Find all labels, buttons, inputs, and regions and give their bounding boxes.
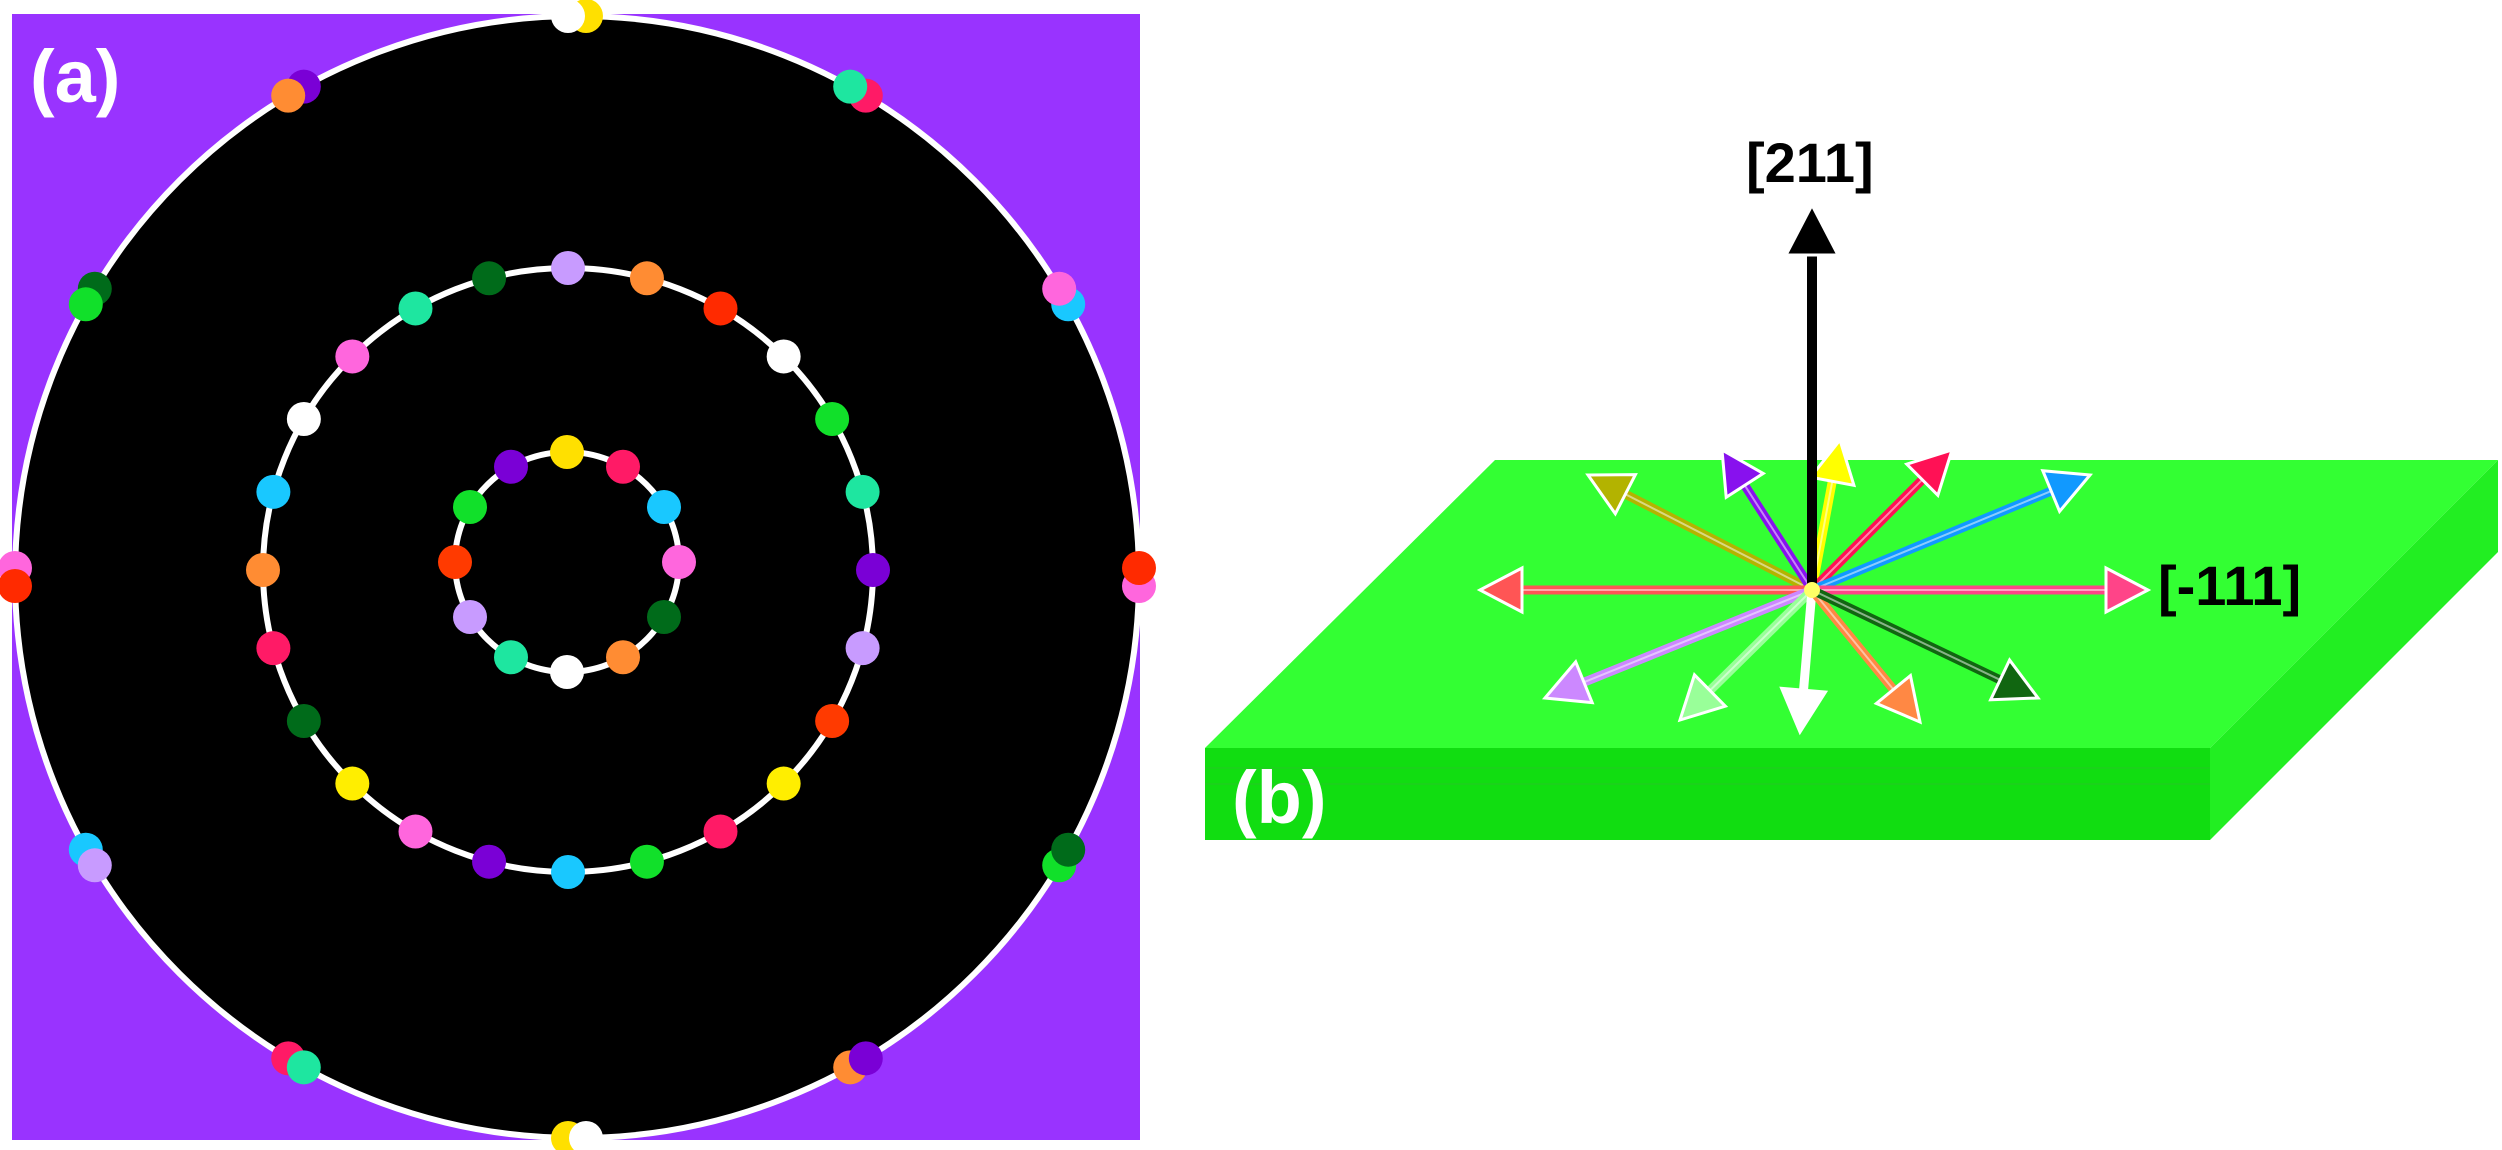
middle-ring-dot <box>766 339 801 374</box>
arrow-pink-head <box>2104 565 2152 615</box>
outer-ring-dot <box>77 848 112 883</box>
outer-disk <box>12 13 1142 1141</box>
middle-ring-dot <box>398 291 433 326</box>
arrow-olive-head <box>1585 473 1638 517</box>
slab-side-face <box>2210 460 2498 840</box>
arrow-black <box>1783 201 1841 595</box>
inner-ring-dot <box>606 449 640 484</box>
arrow-azure-head <box>2040 469 2093 515</box>
arrow-black-head <box>1783 201 1841 257</box>
middle-ring-dot <box>815 704 850 738</box>
middle-ring-dot <box>286 402 321 436</box>
middle-ring-dot <box>845 474 880 509</box>
middle-ring-dot <box>286 704 321 738</box>
middle-ring-dot <box>398 814 433 849</box>
outer-ring-dot <box>286 1050 321 1085</box>
middle-ring-dot <box>703 814 738 849</box>
arrow-orange-head <box>1873 672 1923 725</box>
arrow-violet-highlight <box>1737 474 1813 591</box>
inner-ring-dot <box>438 545 472 579</box>
arrow-pink <box>1807 565 2152 615</box>
inner-ring-dot <box>550 435 584 469</box>
middle-ring-dot <box>256 474 291 509</box>
arrow-pale-green-highlight <box>1700 589 1813 701</box>
inner-ring-dot <box>453 490 488 524</box>
panel-b: [211] [-111] (b) <box>1205 131 2498 840</box>
inner-ring-dot <box>646 600 681 634</box>
outer-ring-dot <box>848 1041 883 1076</box>
inner-ring-dot <box>494 640 528 675</box>
arrow-violet-head <box>1720 447 1767 500</box>
arrow-dark-green-highlight <box>1811 589 2012 687</box>
middle-ring-dot <box>335 766 370 801</box>
panel-b-label: (b) <box>1232 756 1327 839</box>
middle-ring-dot <box>335 339 370 374</box>
inner-ring-dot <box>646 490 681 524</box>
arrow-orange-highlight <box>1811 589 1903 700</box>
middle-ring-dot <box>629 261 664 296</box>
arrow-salmon-head <box>1476 565 1524 615</box>
middle-ring-dot <box>256 631 291 666</box>
arrow-crimson <box>1807 447 1955 595</box>
arrow-orange <box>1807 585 1923 725</box>
middle-ring-dot <box>472 261 507 296</box>
panel-a: (a) <box>0 0 1156 1150</box>
panel-a-label: (a) <box>30 35 120 118</box>
inner-ring-dot <box>550 655 584 689</box>
arrow-salmon <box>1476 565 1817 615</box>
outer-ring-dot <box>833 69 868 104</box>
middle-ring-dot <box>815 402 850 436</box>
outer-ring-dot <box>551 0 585 33</box>
inner-ring-dot <box>606 640 640 675</box>
middle-ring-dot <box>703 291 738 326</box>
arrow-pale-green-head <box>1677 672 1729 723</box>
arrow-crimson-highlight <box>1811 470 1932 591</box>
arrow-white-head <box>1779 686 1829 736</box>
arrow-olive-highlight <box>1613 487 1813 591</box>
middle-ring-dot <box>845 631 880 666</box>
middle-ring-dot <box>551 855 585 889</box>
inner-ring-dot <box>453 600 488 634</box>
axis-label-neg111: [-111] <box>2158 554 2301 617</box>
middle-ring-dot <box>766 766 801 801</box>
arrow-azure-highlight <box>1811 485 2064 591</box>
arrow-yellow-head <box>1807 436 1857 488</box>
arrow-azure <box>1807 469 2093 595</box>
arrow-olive <box>1585 473 1817 595</box>
inner-ring-dot <box>662 545 696 579</box>
outer-ring-dot <box>1051 832 1086 867</box>
arrow-dark-green-head <box>1988 657 2041 702</box>
outer-ring-dot <box>1042 271 1077 306</box>
outer-ring-dot <box>569 1121 603 1150</box>
outer-ring-dot <box>1122 551 1156 585</box>
dots-layer <box>0 0 1156 1150</box>
outer-ring-dot <box>271 78 306 113</box>
axis-label-211: [211] <box>1746 131 1874 194</box>
arrow-lavender <box>1542 585 1817 705</box>
slab-edge-lines <box>1205 767 2210 785</box>
arrow-origin <box>1804 582 1820 598</box>
arrow-white <box>1779 585 1829 736</box>
middle-ring-dot <box>629 844 664 879</box>
outer-ring-dot <box>0 569 32 603</box>
outer-ring-dot <box>68 287 103 322</box>
arrows-layer <box>1476 201 2152 736</box>
arrow-violet <box>1720 447 1817 595</box>
arrow-crimson-head <box>1903 447 1955 499</box>
arrow-white-highlight <box>1801 589 1813 703</box>
arrow-lavender-highlight <box>1571 589 1813 688</box>
slab-front-face <box>1205 748 2210 840</box>
middle-ring-dot <box>472 844 507 879</box>
arrow-dark-green <box>1807 585 2041 702</box>
arrow-lavender-head <box>1542 658 1595 705</box>
middle-ring-dot <box>551 251 585 285</box>
arrow-pale-green <box>1677 585 1817 723</box>
middle-ring-dot <box>856 553 890 587</box>
middle-ring-dot <box>246 553 280 587</box>
inner-ring-dot <box>494 449 528 484</box>
